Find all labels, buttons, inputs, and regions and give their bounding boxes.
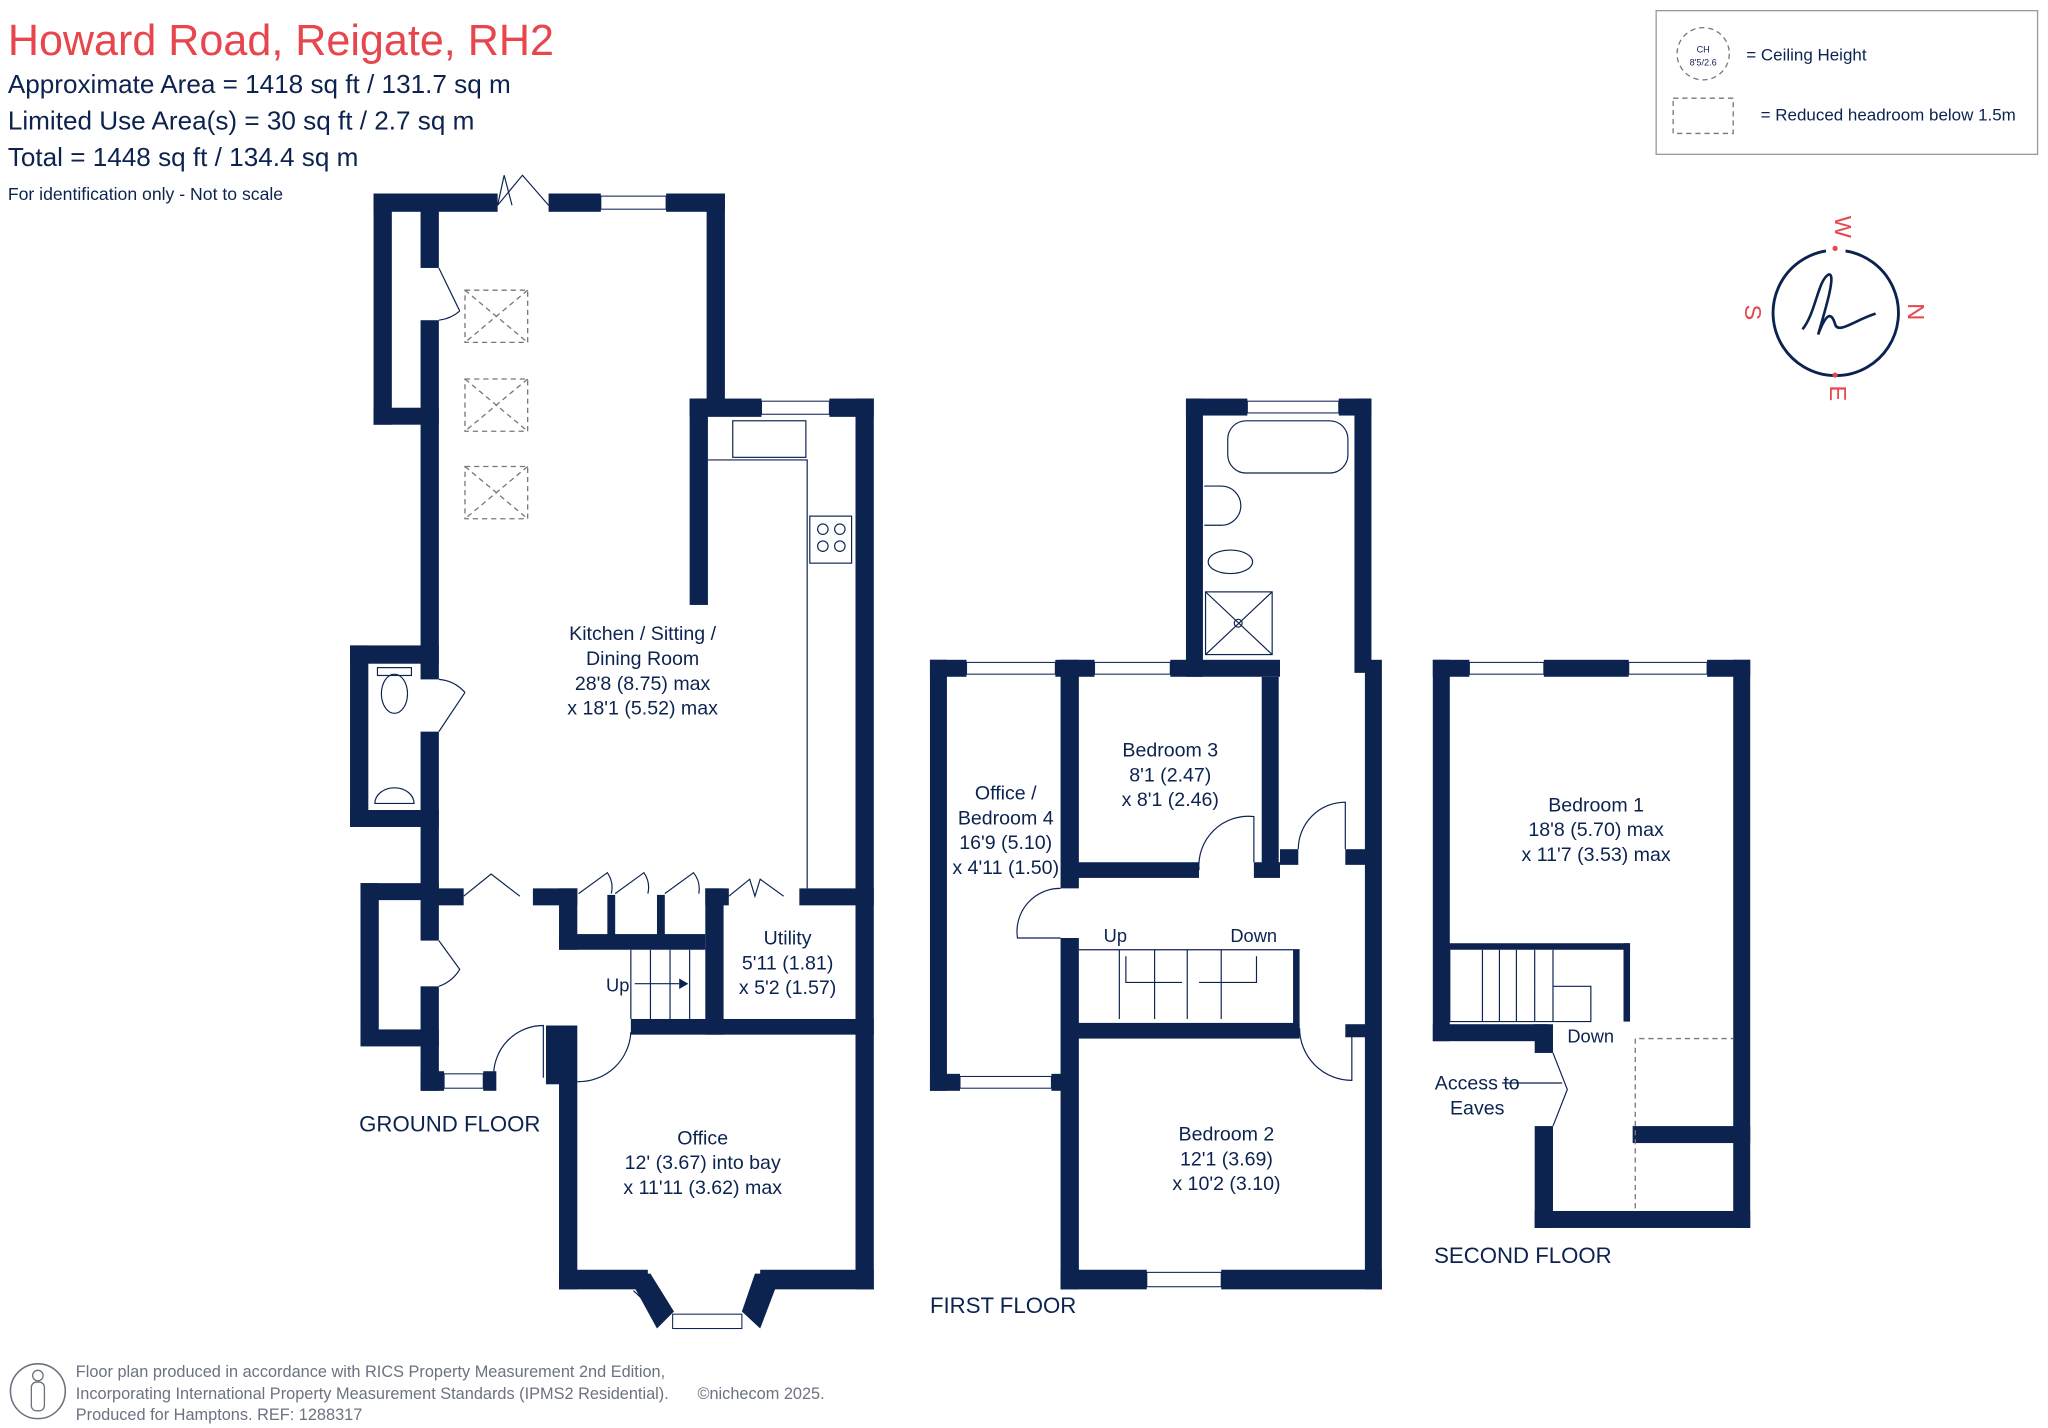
- ceiling-height-label: = Ceiling Height: [1746, 45, 1867, 64]
- bedroom4-label-1: Office /: [975, 783, 1037, 805]
- bedroom1-dim-1: 18'8 (5.70) max: [1528, 819, 1664, 841]
- first-floor-label: FIRST FLOOR: [930, 1293, 1076, 1318]
- property-title: Howard Road, Reigate, RH2: [8, 17, 554, 65]
- legend: CH 8'5/2.6 = Ceiling Height = Reduced he…: [1655, 10, 2039, 155]
- shower-icon: [1204, 591, 1273, 656]
- sink-icon: [732, 420, 807, 458]
- bedroom4-label-2: Bedroom 4: [958, 807, 1054, 829]
- bedroom2-dim-2: x 10'2 (3.10): [1172, 1173, 1280, 1195]
- kitchen-dim-2: x 18'1 (5.52) max: [567, 698, 718, 720]
- approx-area: Approximate Area = 1418 sq ft / 131.7 sq…: [8, 69, 511, 99]
- bedroom3-dim-2: x 8'1 (2.46): [1122, 789, 1219, 811]
- hob-icon: [809, 515, 853, 564]
- ch-value: 8'5/2.6: [1690, 58, 1717, 68]
- office-dim-2: x 11'11 (3.62) max: [623, 1177, 782, 1199]
- compass-e: E: [1825, 386, 1851, 402]
- ground-floor-label: GROUND FLOOR: [359, 1111, 540, 1136]
- bath-icon: [1227, 420, 1349, 474]
- logo-h-icon: [1801, 273, 1876, 336]
- utility-dim-1: 5'11 (1.81): [742, 952, 834, 974]
- bedroom2-dim-1: 12'1 (3.69): [1180, 1148, 1273, 1170]
- ceiling-height-icon: [1676, 26, 1730, 81]
- utility-double-door: [728, 878, 785, 899]
- compass-ring-top: [1771, 249, 1900, 377]
- compass-n: N: [1903, 303, 1929, 320]
- footer-copyright: ©nichecom 2025.: [697, 1385, 824, 1403]
- reduced-headroom-label: = Reduced headroom below 1.5m: [1761, 105, 2016, 124]
- utility-label: Utility: [764, 928, 812, 950]
- footer: Floor plan produced in accordance with R…: [9, 1363, 825, 1424]
- bedroom3-label: Bedroom 3: [1122, 739, 1218, 761]
- footer-line-1: Floor plan produced in accordance with R…: [76, 1363, 665, 1381]
- scale-note: For identification only - Not to scale: [8, 184, 283, 204]
- sf-stairs-down-label: Down: [1567, 1025, 1614, 1046]
- ff-stairs-down-label: Down: [1230, 925, 1277, 946]
- north-dot: [1832, 245, 1838, 251]
- reduced-headroom-icon: [1672, 97, 1734, 135]
- basin-icon: [374, 787, 415, 805]
- kitchen-label-1: Kitchen / Sitting /: [569, 623, 716, 645]
- bedroom1-dim-2: x 11'7 (3.53) max: [1521, 844, 1670, 866]
- limited-use-area: Limited Use Area(s) = 30 sq ft / 2.7 sq …: [8, 106, 475, 136]
- toilet-icon: [380, 673, 409, 714]
- second-floor-plan: Bedroom 1 18'8 (5.70) max x 11'7 (3.53) …: [1432, 659, 1751, 1268]
- first-floor-plan: Office / Bedroom 4 16'9 (5.10) x 4'11 (1…: [929, 398, 1382, 1318]
- footer-line-2: Incorporating International Property Mea…: [76, 1385, 669, 1403]
- ground-floor-plan: Kitchen / Sitting / Dining Room 28'8 (8.…: [350, 174, 874, 1330]
- ff-stairs-up-label: Up: [1104, 925, 1127, 946]
- eaves-label-1: Access to: [1435, 1073, 1520, 1095]
- compass-s: S: [1740, 305, 1766, 321]
- office-label: Office: [677, 1127, 728, 1149]
- bedroom4-dim-1: 16'9 (5.10): [959, 832, 1052, 854]
- eaves-label-2: Eaves: [1450, 1097, 1505, 1119]
- ch-label: CH: [1697, 44, 1710, 54]
- bathroom-toilet-icon: [1207, 549, 1254, 575]
- utility-dim-2: x 5'2 (1.57): [739, 977, 836, 999]
- stairs-arrow-icon: [679, 978, 689, 989]
- footer-line-3: Produced for Hamptons. REF: 1288317: [76, 1406, 363, 1424]
- bedroom3-dim-1: 8'1 (2.47): [1129, 764, 1211, 786]
- stairs-up-label: Up: [606, 975, 629, 996]
- bedroom1-label: Bedroom 1: [1548, 794, 1644, 816]
- office-dim-1: 12' (3.67) into bay: [625, 1152, 781, 1174]
- bathroom-basin-icon: [1204, 485, 1242, 526]
- person-measure-icon: [9, 1363, 67, 1420]
- bedroom4-dim-2: x 4'11 (1.50): [952, 857, 1059, 879]
- kitchen-dim-1: 28'8 (8.75) max: [575, 673, 711, 695]
- compass-w: W: [1830, 216, 1856, 239]
- bedroom2-label: Bedroom 2: [1179, 1123, 1275, 1145]
- kitchen-label-2: Dining Room: [586, 648, 699, 670]
- compass: W N S E: [1740, 216, 1929, 401]
- total-area: Total = 1448 sq ft / 134.4 sq m: [8, 142, 359, 172]
- second-floor-label: SECOND FLOOR: [1434, 1243, 1612, 1268]
